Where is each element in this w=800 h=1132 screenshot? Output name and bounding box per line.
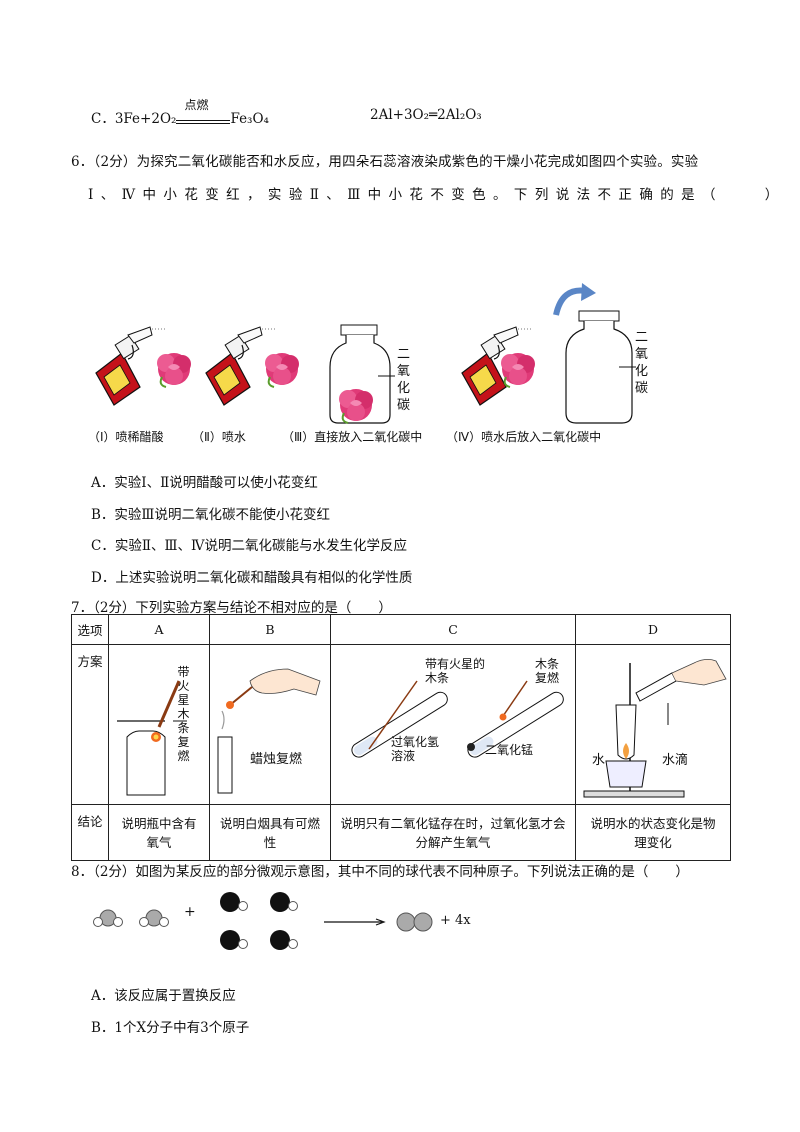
row-conclusion-label: 结论	[71, 804, 109, 861]
q6-option-a: A．实验Ⅰ、Ⅱ说明醋酸可以使小花变红	[91, 475, 318, 491]
gas-jar-icon	[565, 310, 636, 424]
reactant-molecule	[139, 909, 169, 927]
scheme-c-label-3: 过氧化氢溶液	[391, 735, 440, 763]
reaction-condition: 点燃	[176, 98, 231, 127]
sprayer-icon	[95, 326, 153, 406]
header-b: B	[209, 614, 331, 645]
scheme-c-label-1: 带有火星的木条	[425, 657, 486, 685]
q8-option-b: B．1个X分子中有3个原子	[91, 1020, 250, 1036]
fig-caption-4: （Ⅳ）喷水后放入二氧化碳中	[446, 430, 602, 444]
scheme-a: 带火星木条复燃	[108, 644, 210, 805]
scheme-d-label-2: 水滴	[662, 753, 689, 768]
scheme-b-label: 蜡烛复燃	[250, 752, 303, 767]
q5-option-d: 2Al+3O₂═2Al₂O₃	[370, 107, 482, 123]
product-molecule-icon	[396, 912, 433, 932]
scheme-b-figure	[217, 668, 321, 794]
q5-option-c: C．3Fe+2O₂ 点燃 Fe₃O₄	[91, 98, 269, 127]
flower-icon	[264, 352, 300, 388]
reactant-molecule	[93, 909, 123, 927]
sprayer-icon	[205, 326, 263, 406]
scheme-b: 蜡烛复燃	[209, 644, 331, 805]
flower-icon	[500, 352, 536, 388]
scheme-a-label: 带火星木条复燃	[177, 665, 190, 763]
q6-option-c: C．实验Ⅱ、Ⅲ、Ⅳ说明二氧化碳能与水发生化学反应	[91, 538, 408, 554]
flower-icon	[156, 352, 192, 388]
q8-plus: +	[184, 904, 196, 920]
reactant-molecule	[220, 930, 248, 950]
equation-right: Fe₃O₄	[230, 111, 269, 127]
scheme-a-figure	[117, 680, 187, 796]
row-scheme-label: 方案	[71, 644, 109, 805]
scheme-d-figure	[583, 659, 727, 798]
scheme-c-figure	[351, 680, 564, 758]
option-label: C．	[91, 111, 115, 127]
scheme-c: 带有火星的木条 木条复燃 过氧化氢溶液 二氧化锰	[330, 644, 576, 805]
jar-label-4: 二氧化碳	[635, 330, 649, 396]
header-option: 选项	[71, 614, 109, 645]
jar-label-3: 二氧化碳	[397, 347, 411, 413]
header-d: D	[575, 614, 731, 645]
q6-figure	[95, 283, 636, 424]
reactant-molecule	[270, 892, 298, 912]
q8-product-text: + 4x	[440, 913, 471, 928]
conclusion-c: 说明只有二氧化锰存在时，过氧化氢才会分解产生氧气	[330, 804, 576, 861]
equation-left: 3Fe+2O₂	[114, 111, 177, 127]
q6-option-b: B．实验Ⅲ说明二氧化碳不能使小花变红	[91, 507, 330, 523]
header-c: C	[330, 614, 576, 645]
q7-stem: 7．（2分）下列实验方案与结论不相对应的是（ ）	[71, 600, 392, 616]
scheme-c-label-2: 木条复燃	[535, 657, 560, 685]
reactant-molecule	[220, 892, 248, 912]
conclusion-a: 说明瓶中含有氧气	[108, 804, 210, 861]
fig-caption-3: （Ⅲ）直接放入二氧化碳中	[282, 430, 423, 444]
q6-option-d: D．上述实验说明二氧化碳和醋酸具有相似的化学性质	[91, 570, 413, 586]
q8-reaction-diagram	[93, 892, 386, 950]
scheme-d-label-1: 水	[592, 753, 606, 768]
q6-stem-line2: Ⅰ、Ⅳ中小花变红，实验Ⅱ、Ⅲ中小花不变色。下列说法不正确的是（ ）	[88, 187, 786, 203]
fig-caption-2: （Ⅱ）喷水	[192, 430, 246, 444]
q8-stem: 8．（2分）如图为某反应的部分微观示意图，其中不同的球代表不同种原子。下列说法正…	[71, 864, 689, 880]
condition-text: 点燃	[184, 98, 209, 112]
reactant-molecule	[270, 930, 298, 950]
conclusion-b: 说明白烟具有可燃性	[209, 804, 331, 861]
q7-table: 选项 A B C D 方案 带火星木条复燃	[71, 614, 731, 861]
scheme-c-label-4: 二氧化锰	[485, 743, 534, 757]
conclusion-d: 说明水的状态变化是物理变化	[575, 804, 731, 861]
fig-caption-1: （Ⅰ）喷稀醋酸	[88, 430, 164, 444]
scheme-d: 水 水滴	[575, 644, 731, 805]
header-a: A	[108, 614, 210, 645]
q6-stem-line1: 6．（2分）为探究二氧化碳能否和水反应，用四朵石蕊溶液染成紫色的干燥小花完成如图…	[71, 154, 699, 170]
q8-option-a: A．该反应属于置换反应	[91, 988, 236, 1004]
